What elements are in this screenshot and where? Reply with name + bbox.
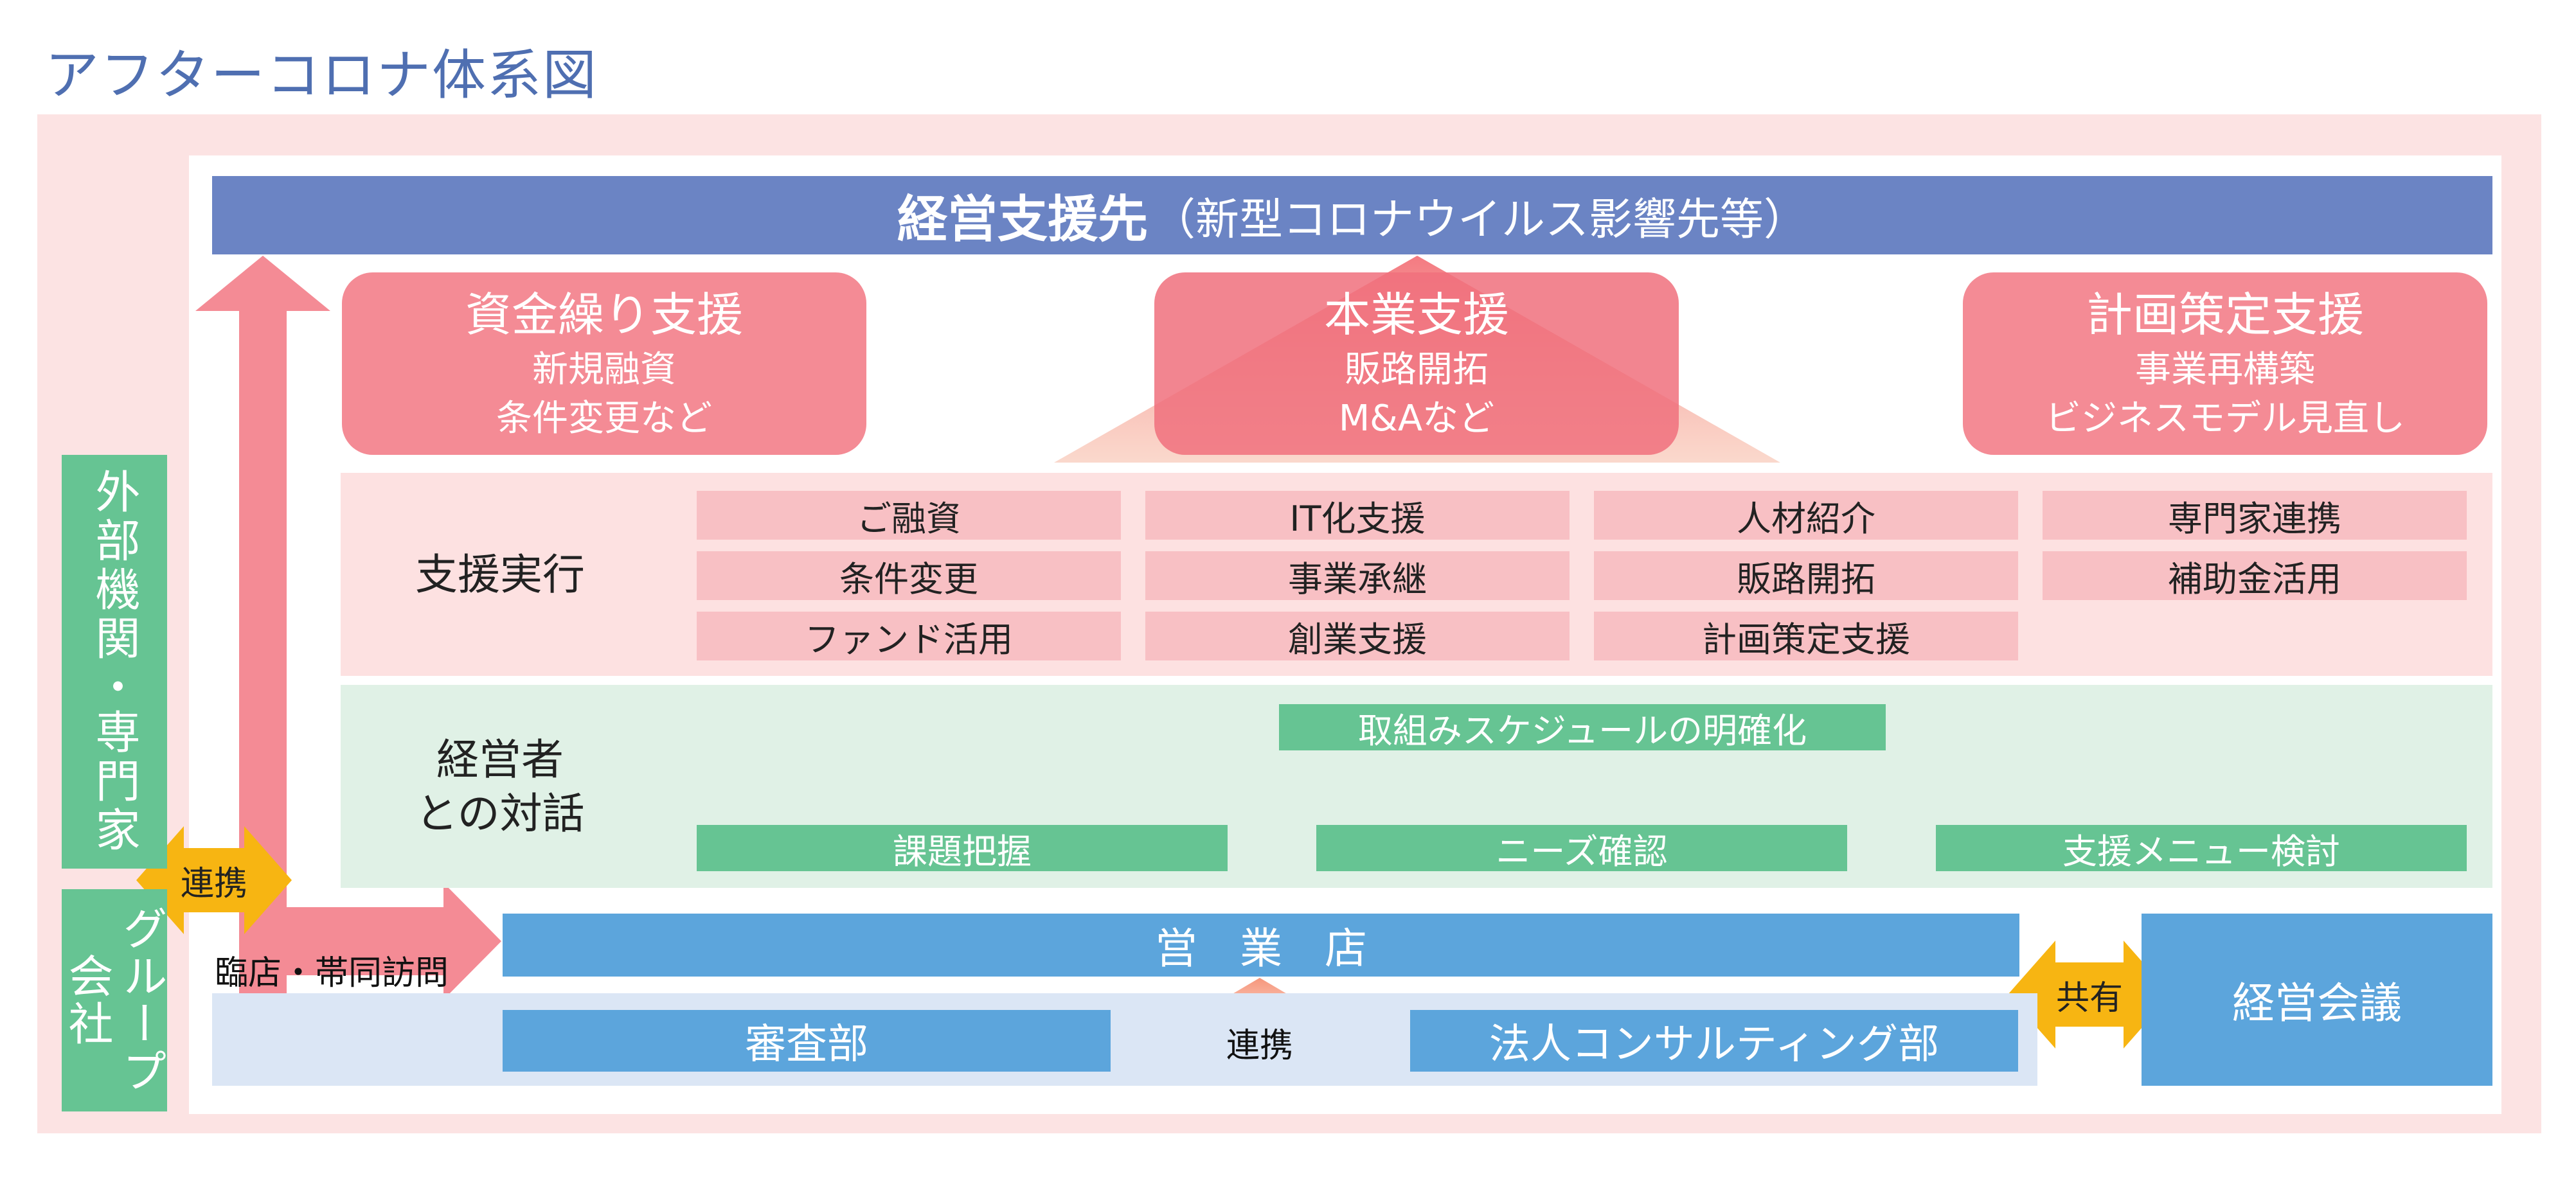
dialogue-item: 支援メニュー検討 <box>1936 825 2467 872</box>
support-item: 計画策定支援 <box>1594 612 2018 660</box>
link-badge: 連携 <box>180 864 247 903</box>
group-label: グループ <box>115 905 168 1095</box>
support-item: ファンド活用 <box>697 612 1121 660</box>
right-arrow-shape <box>287 883 501 1000</box>
card-core-business: 本業支援 販路開拓 M&Aなど <box>1154 272 1679 455</box>
link-double-arrow-shape <box>136 826 292 934</box>
dialogue-item: 課題把握 <box>697 825 1228 872</box>
support-exec-label: 支援実行 <box>415 550 585 599</box>
support-item: 人材紹介 <box>1594 491 2018 540</box>
consulting-dept: 法人コンサルティング部 <box>1410 1010 2018 1072</box>
group-label: 会社 <box>61 953 114 1048</box>
dialogue-label-line: との対話 <box>415 789 585 838</box>
card-planning-line: ビジネスモデル見直し <box>2045 398 2405 439</box>
card-planning-line: 事業再構築 <box>2135 349 2315 391</box>
support-target-bar: 経営支援先 （新型コロナウイルス影響先等） <box>212 176 2492 254</box>
card-core-title: 本業支援 <box>1323 288 1509 342</box>
external-label: 専門家 <box>88 709 141 855</box>
card-core-line: M&Aなど <box>1338 398 1495 439</box>
support-target-title: 経営支援先 <box>897 191 1148 249</box>
group-companies-box: グループ 会社 <box>61 889 168 1111</box>
support-item: ご融資 <box>697 491 1121 540</box>
support-item: IT化支援 <box>1145 491 1570 540</box>
card-planning-title: 計画策定支援 <box>2086 288 2364 342</box>
support-item: 創業支援 <box>1145 612 1570 660</box>
support-item: 専門家連携 <box>2043 491 2467 540</box>
dialogue-label-line: 経営者 <box>436 735 564 784</box>
page-title: アフターコロナ体系図 <box>45 44 598 107</box>
support-target-subtitle: （新型コロナウイルス影響先等） <box>1152 194 1808 245</box>
support-item: 事業承継 <box>1145 551 1570 600</box>
external-label: 外部機関 <box>88 468 141 664</box>
share-badge: 共有 <box>2055 978 2123 1018</box>
dialogue-item: ニーズ確認 <box>1316 825 1847 872</box>
schedule-clarify: 取組みスケジュールの明確化 <box>1279 704 1886 751</box>
share-double-arrow-shape <box>2008 941 2171 1049</box>
up-arrow-shape <box>195 256 330 993</box>
card-funding-line: 条件変更など <box>496 398 712 439</box>
card-funding-line: 新規融資 <box>532 349 676 391</box>
external-dot: ・ <box>88 664 141 709</box>
external-organizations-box: 外部機関 ・ 専門家 <box>62 455 167 869</box>
dialogue-label: 経営者 との対話 <box>365 703 635 871</box>
support-item: 条件変更 <box>697 551 1121 600</box>
management-meeting: 経営会議 <box>2142 914 2492 1086</box>
card-core-line: 販路開拓 <box>1345 349 1489 391</box>
card-planning: 計画策定支援 事業再構築 ビジネスモデル見直し <box>1963 272 2487 455</box>
middle-link-label: 連携 <box>1226 1026 1293 1065</box>
card-funding: 資金繰り支援 新規融資 条件変更など <box>342 272 866 455</box>
branch-bar: 営 業 店 <box>503 914 2019 977</box>
support-item: 販路開拓 <box>1594 551 2018 600</box>
review-dept: 審査部 <box>503 1010 1111 1072</box>
support-item: 補助金活用 <box>2043 551 2467 600</box>
card-funding-title: 資金繰り支援 <box>465 288 743 342</box>
visit-label: 臨店・帯同訪問 <box>215 954 449 993</box>
